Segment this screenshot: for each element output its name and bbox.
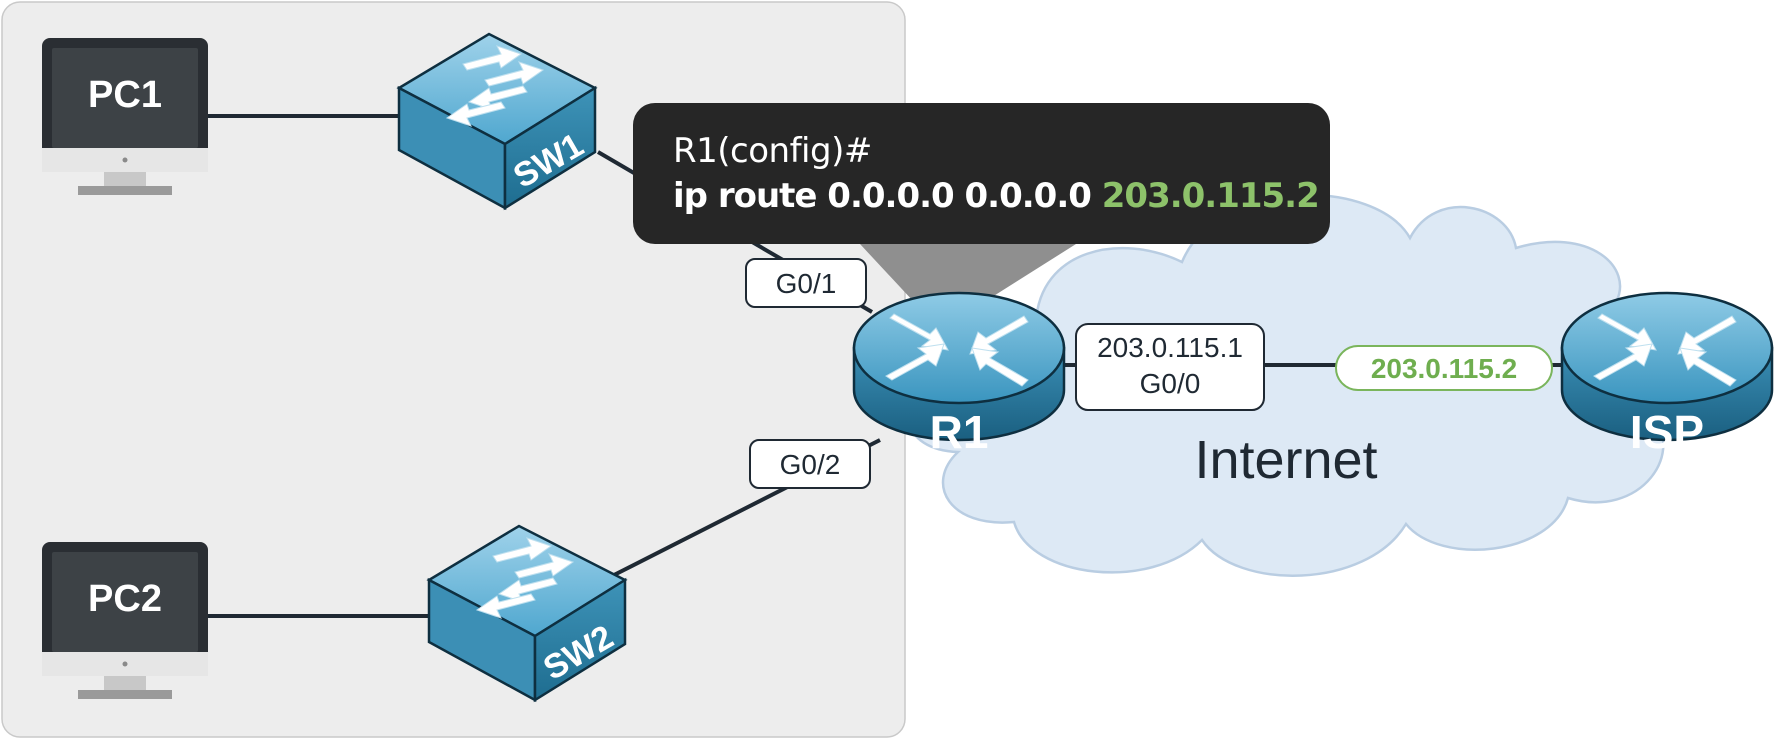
desktop-monitor-icon: [42, 542, 208, 699]
desktop-monitor-icon: [42, 38, 208, 195]
config-prompt: R1(config)#: [673, 131, 872, 171]
callout-pointer: [860, 244, 1076, 330]
internet-label: Internet: [1194, 430, 1377, 490]
r1-g0-0-ip: 203.0.115.1: [1097, 332, 1243, 363]
config-command-text: ip route 0.0.0.0 0.0.0.0: [673, 176, 1102, 216]
interface-label-g0-2: G0/2: [749, 439, 871, 489]
config-next-hop: 203.0.115.2: [1101, 176, 1320, 216]
pc1-label: PC1: [88, 74, 162, 116]
config-command: ip route 0.0.0.0 0.0.0.0 203.0.115.2: [673, 173, 1320, 219]
interface-label-g0-1: G0/1: [745, 258, 867, 308]
isp-ip-text: 203.0.115.2: [1371, 353, 1517, 384]
r1-label: R1: [930, 406, 989, 458]
interface-g0-1-text: G0/1: [776, 268, 837, 299]
pc2-label: PC2: [88, 578, 162, 620]
interface-label-r1-g0-0: 203.0.115.1 G0/0: [1075, 323, 1265, 411]
pc2[interactable]: PC2: [42, 542, 208, 699]
r1[interactable]: R1: [852, 291, 1066, 458]
isp[interactable]: ISP: [1560, 291, 1774, 458]
interface-g0-2-text: G0/2: [780, 449, 841, 480]
isp-label: ISP: [1630, 406, 1704, 458]
interface-label-isp-ip: 203.0.115.2: [1335, 345, 1553, 391]
pc1[interactable]: PC1: [42, 38, 208, 195]
config-callout: R1(config)# ip route 0.0.0.0 0.0.0.0 203…: [633, 103, 1330, 244]
r1-g0-0-name: G0/0: [1140, 368, 1201, 399]
